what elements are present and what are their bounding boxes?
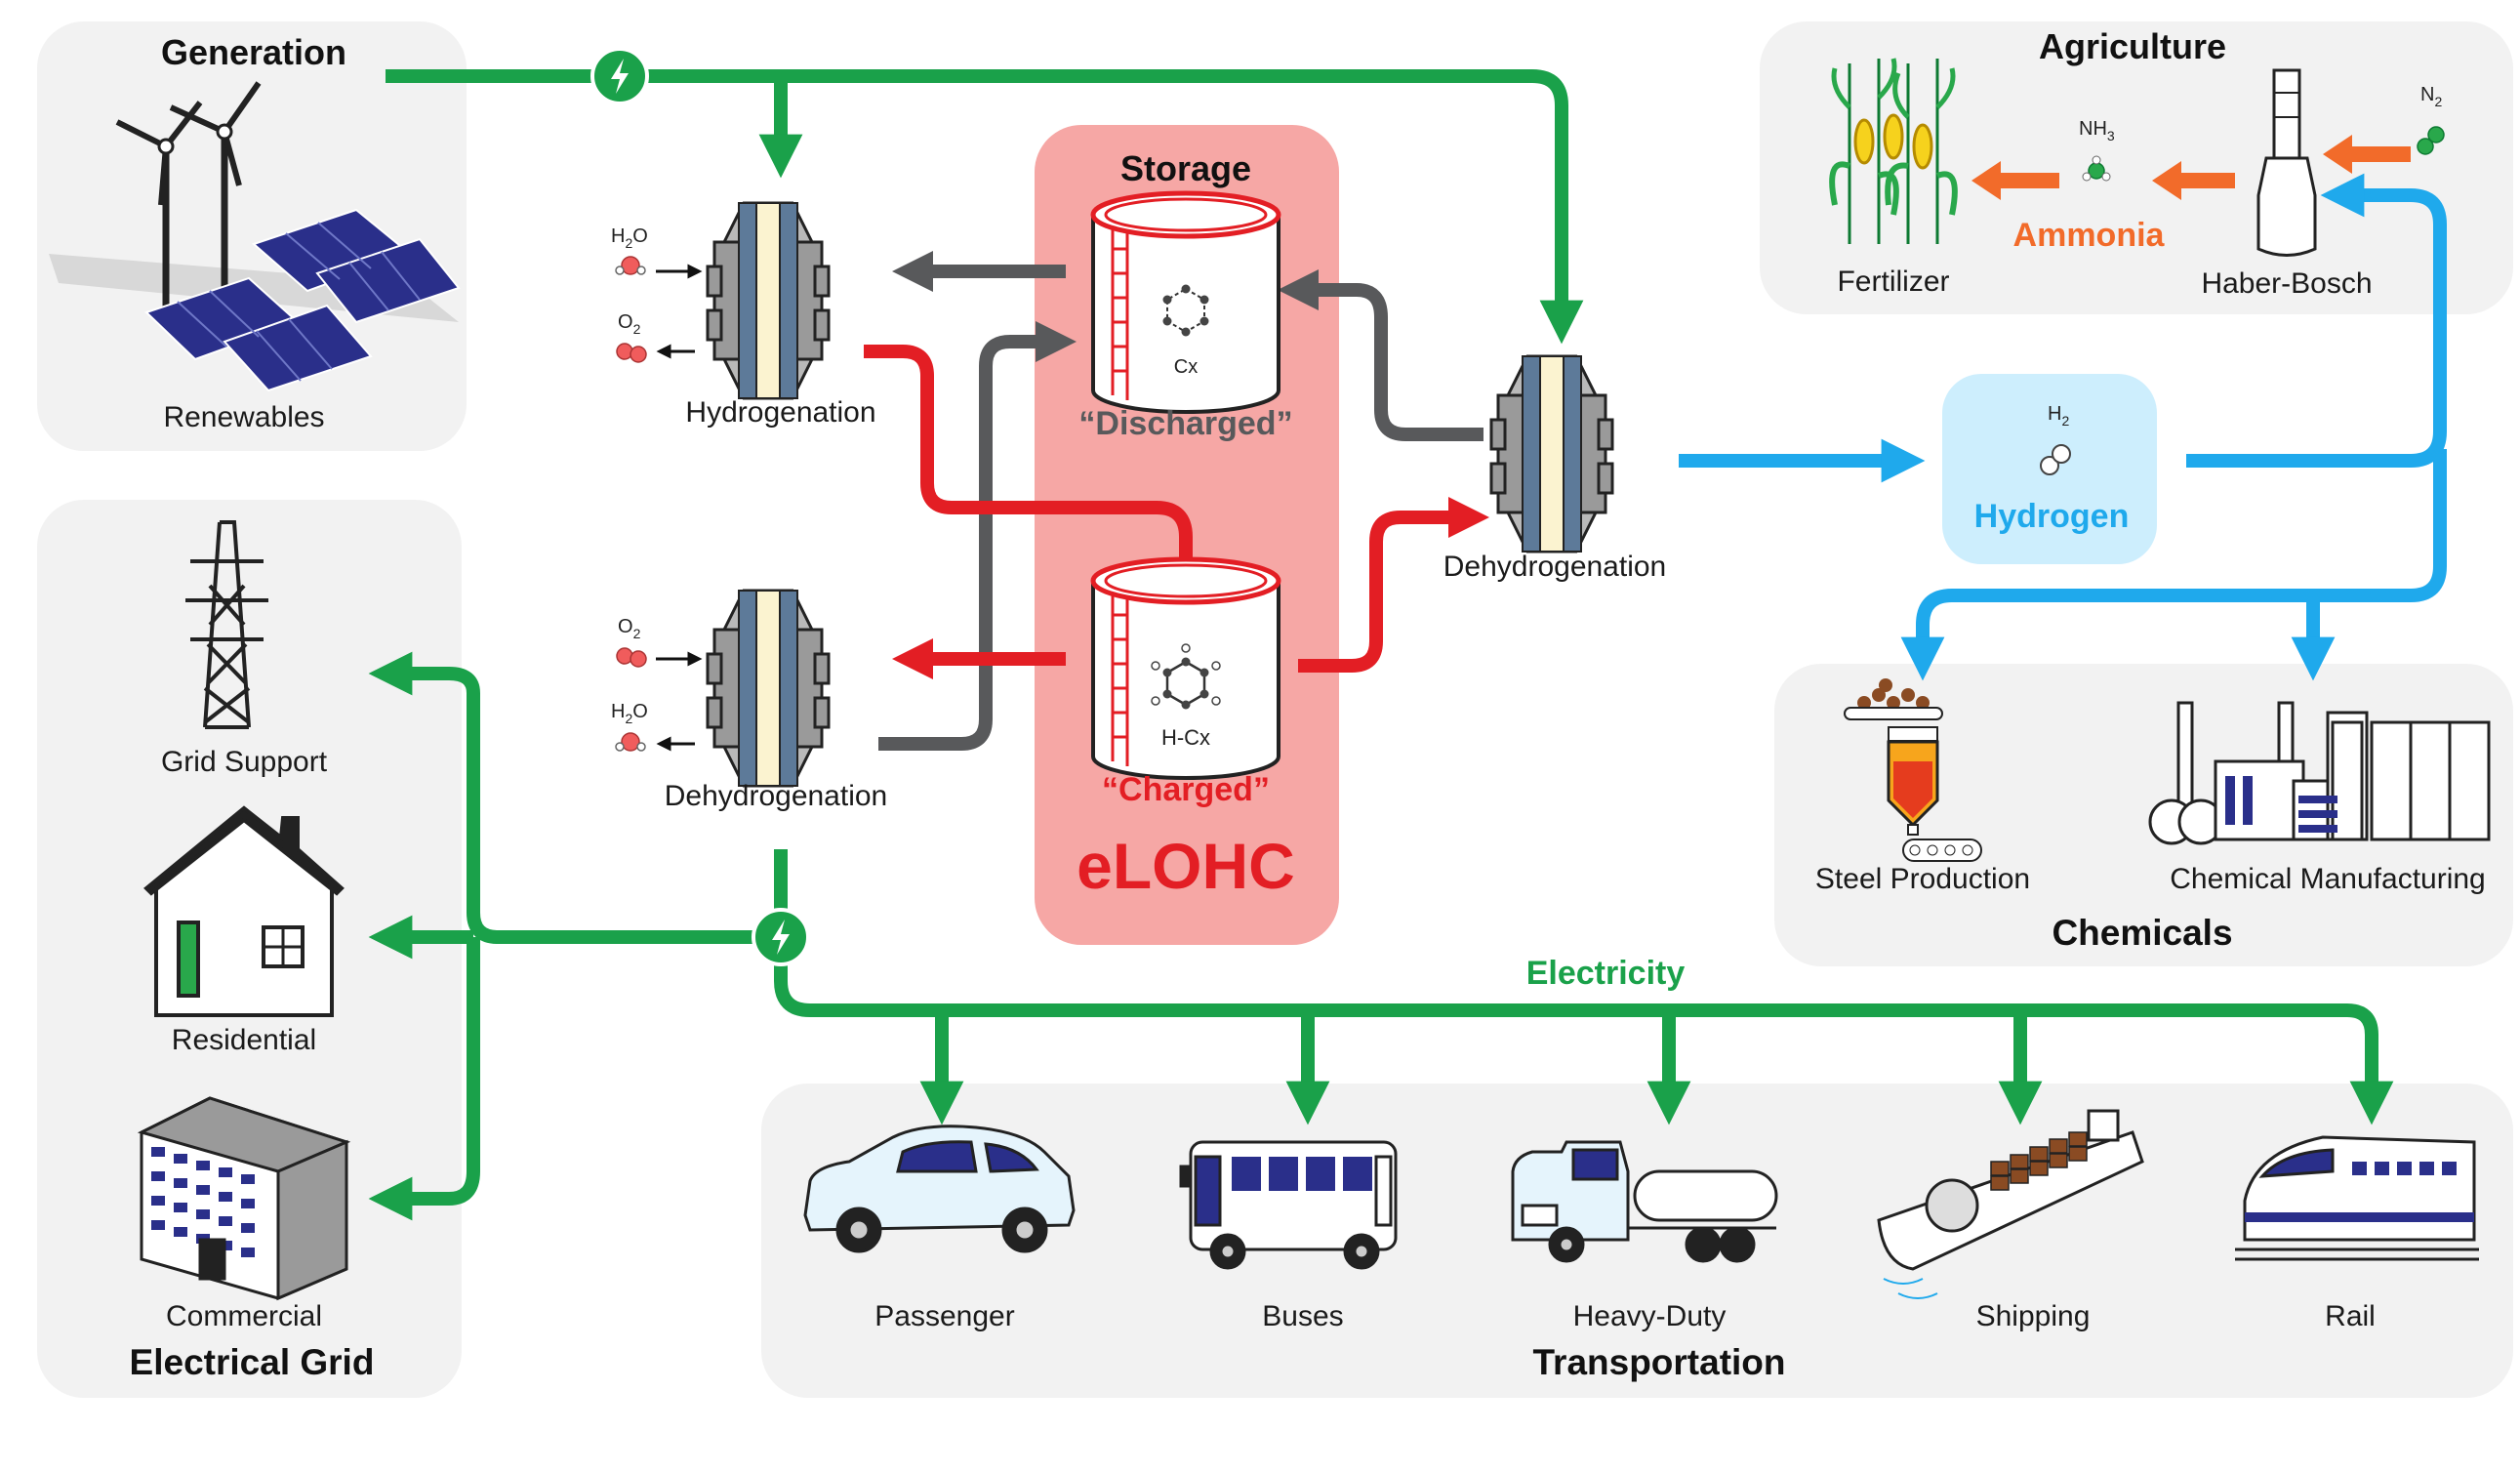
hydrogenation-label: Hydrogenation — [685, 396, 875, 429]
hydrogenation-h2o-label: H2O — [611, 225, 648, 251]
haber-bosch-icon — [2256, 68, 2317, 257]
ammonia-label: Ammonia — [2013, 217, 2166, 254]
n2-label: N2 — [2420, 84, 2442, 109]
hydrogenation-to-charged-arrow — [864, 345, 1206, 604]
passenger-label: Passenger — [874, 1300, 1014, 1332]
discharged-molecule-icon — [1162, 284, 1209, 337]
generation-title: Generation — [161, 32, 346, 72]
haber-to-nh3-arrowhead — [2152, 161, 2181, 200]
charged-to-right-dehydrogenation-arrow — [1298, 497, 1489, 673]
dehydrogenation-o2-molecule-icon — [616, 647, 647, 668]
commercial-electricity-line — [368, 937, 480, 1221]
shipping-label: Shipping — [1976, 1300, 2091, 1332]
left-dehydrogenation-label: Dehydrogenation — [665, 780, 888, 812]
nh3-molecule-icon — [2082, 155, 2111, 182]
truck-icon — [1511, 1140, 1778, 1263]
office-building-icon — [137, 1096, 351, 1301]
solar-panel-icon — [144, 208, 461, 392]
right-dehydrogenation-reactor-icon — [1489, 354, 1614, 553]
n2-molecule-icon — [2417, 126, 2445, 155]
left-dehydrogenation-to-discharged-arrow — [878, 321, 1077, 751]
grid-electricity-line — [368, 651, 781, 944]
n2-arrowhead — [2323, 135, 2352, 174]
left-dehydrogenation-reactor-icon — [706, 589, 831, 788]
generation-panel — [37, 21, 467, 451]
train-icon — [2235, 1135, 2479, 1261]
ship-icon — [1877, 1109, 2144, 1299]
transportation-electricity-line — [774, 937, 2394, 1125]
rail-label: Rail — [2325, 1300, 2376, 1332]
hydrogenation-reactor-icon — [706, 201, 831, 400]
residential-label: Residential — [172, 1024, 316, 1056]
storage-title: Storage — [1120, 148, 1251, 188]
dehydrogenation-h2o-molecule-icon — [615, 732, 646, 752]
corn-icon — [1829, 58, 1958, 244]
steel-furnace-icon — [1844, 678, 1982, 862]
agriculture-title: Agriculture — [2039, 26, 2226, 66]
dehydrogenation-o2-label: O2 — [618, 616, 641, 641]
hcx-label: H-Cx — [1161, 725, 1210, 750]
right-dehydrogenation-label: Dehydrogenation — [1443, 551, 1667, 583]
car-icon — [803, 1125, 1076, 1253]
h2-label: H2 — [2048, 403, 2069, 429]
grid-support-label: Grid Support — [161, 746, 328, 778]
generation-lightning-icon — [590, 47, 649, 105]
hydrogen-to-chemicals-line — [1900, 449, 2447, 681]
generation-electricity-line — [386, 69, 1584, 345]
nh3-label: NH3 — [2079, 118, 2115, 143]
dehydrogenation-h2o-label: H2O — [611, 701, 648, 726]
chemical-manufacturing-label: Chemical Manufacturing — [2170, 863, 2485, 895]
charged-molecule-icon — [1151, 643, 1221, 710]
chemicals-title: Chemicals — [2052, 913, 2232, 953]
h2-molecule-icon — [2040, 444, 2071, 475]
electrical-grid-title: Electrical Grid — [130, 1342, 375, 1382]
transportation-title: Transportation — [1532, 1342, 1785, 1382]
discharged-tank-icon — [1093, 193, 1279, 412]
hydrogenation-o2-molecule-icon — [616, 343, 647, 363]
hydrogenation-o2-label: O2 — [618, 311, 641, 337]
renewables-label: Renewables — [163, 401, 324, 433]
factory-icon — [2148, 701, 2491, 845]
elohc-label: eLOHC — [1077, 830, 1295, 902]
dehydrogenation-to-discharged-arrow — [1278, 269, 1484, 441]
haber-bosch-label: Haber-Bosch — [2201, 267, 2372, 300]
electricity-label: Electricity — [1526, 955, 1686, 992]
bus-icon — [1179, 1140, 1398, 1270]
heavy-duty-label: Heavy-Duty — [1573, 1300, 1727, 1332]
nh3-to-fertilizer-arrowhead — [1971, 161, 2001, 200]
hydrogenation-h2o-molecule-icon — [615, 256, 646, 275]
steel-production-label: Steel Production — [1815, 863, 2030, 895]
house-icon — [143, 805, 345, 1017]
charged-label: “Charged” — [1102, 771, 1270, 808]
commercial-label: Commercial — [166, 1300, 322, 1332]
discharged-label: “Discharged” — [1078, 405, 1292, 442]
fertilizer-label: Fertilizer — [1837, 266, 1949, 298]
transmission-tower-icon — [185, 520, 268, 729]
buses-label: Buses — [1262, 1300, 1343, 1332]
cx-label: Cx — [1174, 356, 1198, 378]
hydrogen-label: Hydrogen — [1974, 498, 2130, 535]
dehydrogenation-lightning-icon — [752, 908, 810, 966]
hydrogen-to-agriculture-line — [2186, 173, 2447, 468]
